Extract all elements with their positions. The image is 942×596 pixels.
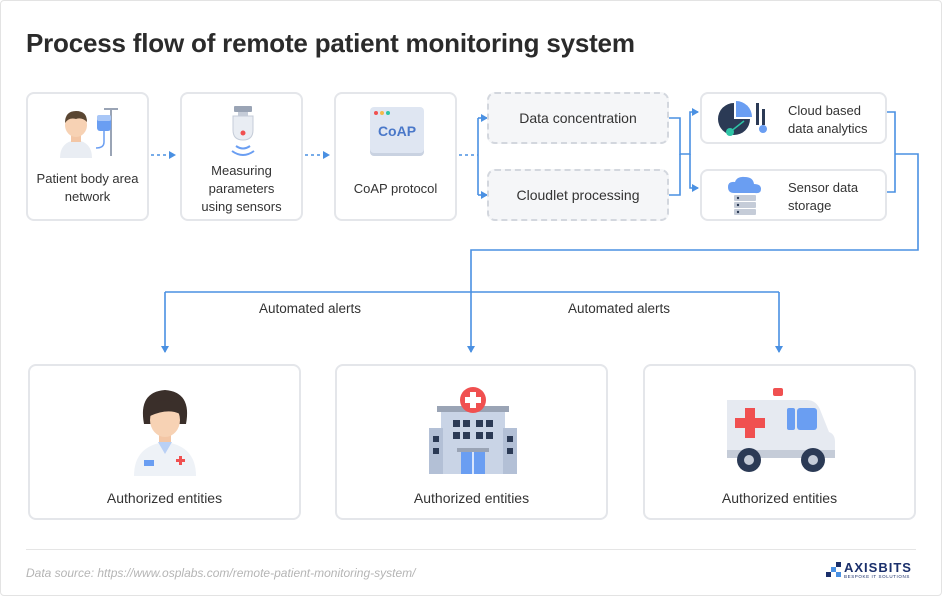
logo-name: AXISBITS <box>844 560 912 575</box>
step-sensor-label: Measuring parameters using sensors <box>201 163 282 214</box>
entity-hospital-label: Authorized entities <box>413 490 530 506</box>
sensor-icon <box>231 106 255 156</box>
doctor-icon <box>134 390 196 476</box>
entity-doctor-label: Authorized entities <box>106 490 223 506</box>
step-storage-label: Sensor data storage <box>788 180 859 213</box>
right-bracket <box>887 111 896 193</box>
hospital-icon <box>429 387 517 474</box>
alert-label-left: Automated alerts <box>259 301 362 316</box>
step-cloudlet-label: Cloudlet processing <box>516 187 640 203</box>
footer-divider <box>26 549 916 550</box>
coap-icon-text: CoAP <box>377 123 417 139</box>
data-source-text: Data source: https://www.osplabs.com/rem… <box>26 566 416 580</box>
entity-doctor-box: Authorized entities <box>28 364 301 520</box>
main-down-connector <box>467 153 919 353</box>
step-data-concentration-box: Data concentration <box>487 92 669 144</box>
alert-label-right: Automated alerts <box>568 301 671 316</box>
step-sensor-box: Measuring parameters using sensors <box>180 92 303 221</box>
analytics-chart-icon <box>718 101 767 136</box>
connector-to-analytics <box>669 108 699 155</box>
step-cloudlet-box: Cloudlet processing <box>487 169 669 221</box>
patient-iv-icon <box>60 108 118 158</box>
step-analytics-label: Cloud based data analytics <box>788 103 868 136</box>
diagram-title: Process flow of remote patient monitorin… <box>26 28 635 58</box>
step-coap-box: CoAP CoAP protocol <box>334 92 457 221</box>
entity-ambulance-box: Authorized entities <box>643 364 916 520</box>
step-coap-label: CoAP protocol <box>353 181 438 196</box>
connector-to-storage <box>689 154 699 192</box>
step-data-concentration-label: Data concentration <box>519 110 637 126</box>
step-patient-box: Patient body area network <box>26 92 149 221</box>
step-storage-box: Sensor data storage <box>700 169 887 221</box>
entity-hospital-box: Authorized entities <box>335 364 608 520</box>
step-patient-label: Patient body area network <box>36 171 139 204</box>
entity-ambulance-label: Authorized entities <box>721 490 838 506</box>
axisbits-logo-mark <box>826 562 841 577</box>
coap-window-icon: CoAP <box>370 107 424 153</box>
step-analytics-box: Cloud based data analytics <box>700 92 887 144</box>
cloud-storage-icon <box>728 176 761 215</box>
logo-tagline: BESPOKE IT SOLUTIONS <box>844 574 910 579</box>
ambulance-icon <box>727 388 835 472</box>
